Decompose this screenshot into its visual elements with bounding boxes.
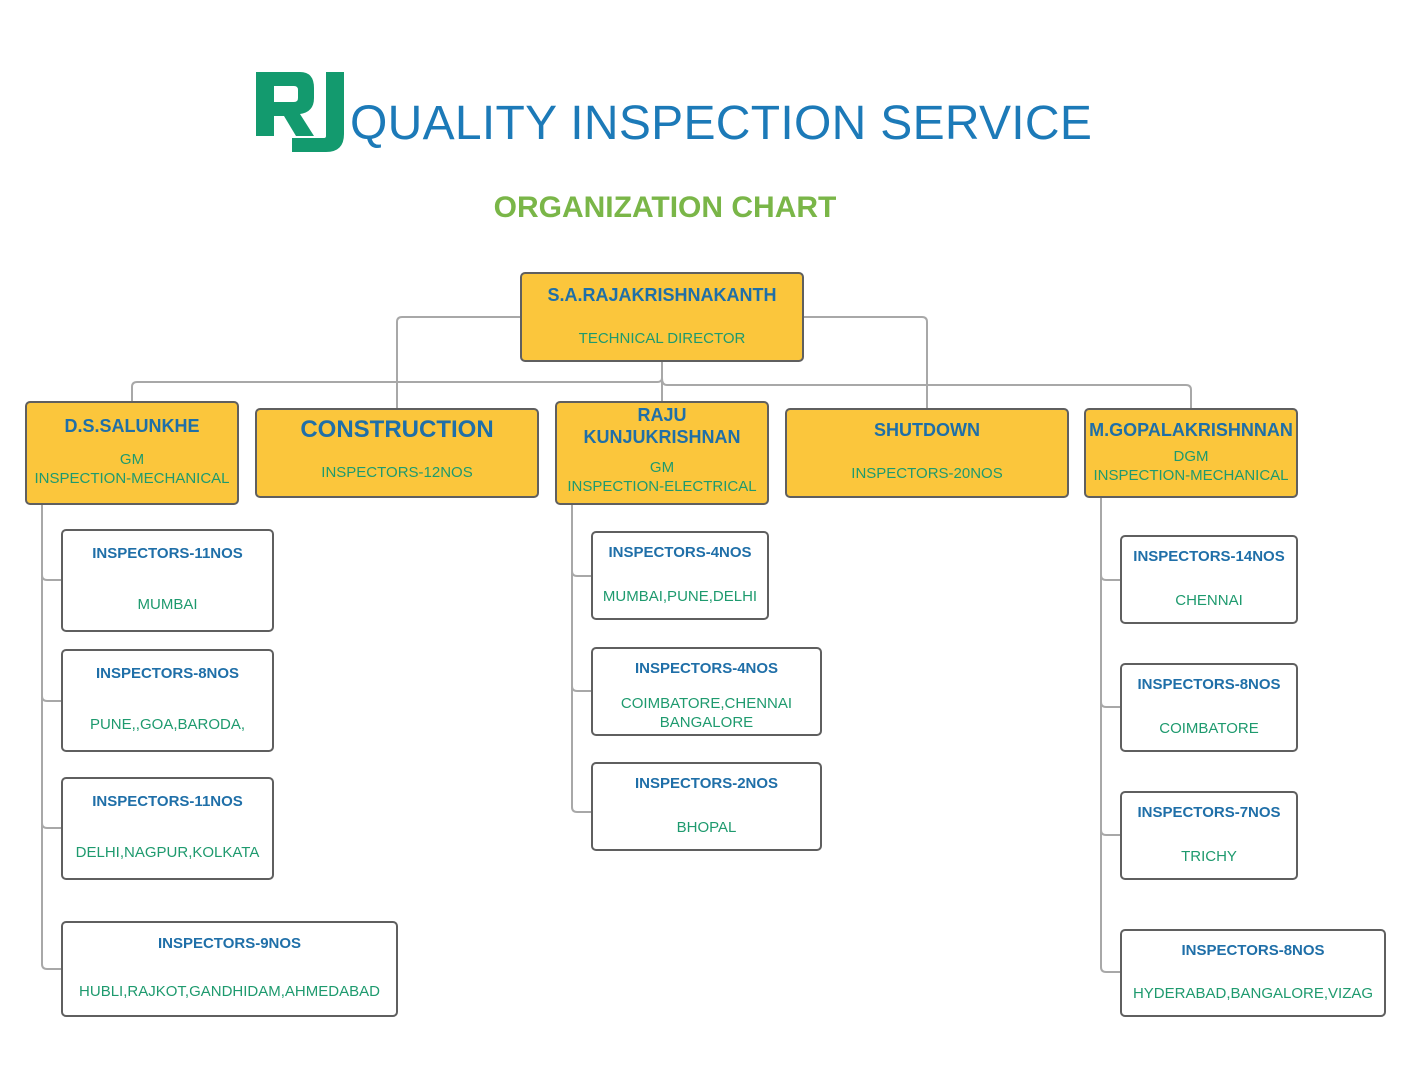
team-box[interactable]: INSPECTORS-8NOS HYDERABAD,BANGALORE,VIZA… <box>1120 929 1386 1017</box>
connector-team-3 <box>41 822 62 829</box>
team-box[interactable]: INSPECTORS-2NOS BHOPAL <box>591 762 822 851</box>
team-box[interactable]: INSPECTORS-8NOS PUNE,,GOA,BARODA, <box>61 649 274 752</box>
node-role: GM INSPECTION-MECHANICAL <box>34 451 230 487</box>
team-locations: TRICHY <box>1181 848 1237 865</box>
team-box[interactable]: INSPECTORS-4NOS COIMBATORE,CHENNAI BANGA… <box>591 647 822 736</box>
node-shutdown[interactable]: SHUTDOWN INSPECTORS-20NOS <box>785 408 1069 498</box>
team-locations: HUBLI,RAJKOT,GANDHIDAM,AHMEDABAD <box>79 983 380 1000</box>
team-title: INSPECTORS-11NOS <box>92 793 243 810</box>
node-role: GM INSPECTION-ELECTRICAL <box>567 459 757 495</box>
team-box[interactable]: INSPECTORS-14NOS CHENNAI <box>1120 535 1298 624</box>
team-box[interactable]: INSPECTORS-9NOS HUBLI,RAJKOT,GANDHIDAM,A… <box>61 921 398 1017</box>
chart-title: ORGANIZATION CHART <box>493 191 837 224</box>
company-logo: RJ <box>256 72 344 152</box>
node-name: CONSTRUCTION <box>300 416 494 443</box>
team-title: INSPECTORS-11NOS <box>92 545 243 562</box>
node-salunkhe[interactable]: D.S.SALUNKHE GM INSPECTION-MECHANICAL <box>25 401 239 505</box>
connector-team-1 <box>41 574 62 581</box>
team-title: INSPECTORS-8NOS <box>95 665 240 682</box>
company-title: QUALITY INSPECTION SERVICE <box>350 97 1093 150</box>
team-locations: DELHI,NAGPUR,KOLKATA <box>75 844 260 861</box>
connector-team-2 <box>41 695 62 702</box>
connector-team-8 <box>1100 574 1121 581</box>
connector-shutdown <box>802 316 928 410</box>
node-name: S.A.RAJAKRISHNAKANTH <box>547 285 777 305</box>
connector-team-9 <box>1100 701 1121 708</box>
node-raju[interactable]: RAJU KUNJUKRISHNAN GM INSPECTION-ELECTRI… <box>555 401 769 505</box>
team-title: INSPECTORS-9NOS <box>157 935 302 952</box>
team-title: INSPECTORS-4NOS <box>634 660 779 677</box>
team-locations: COIMBATORE <box>1159 720 1259 737</box>
team-box[interactable]: INSPECTORS-7NOS TRICHY <box>1120 791 1298 880</box>
team-locations: BHOPAL <box>676 819 737 836</box>
team-title: INSPECTORS-4NOS <box>608 544 752 561</box>
connector-raju-teams <box>571 503 592 813</box>
node-gopal[interactable]: M.GOPALAKRISHNNAN DGM INSPECTION-MECHANI… <box>1084 408 1298 498</box>
node-role: TECHNICAL DIRECTOR <box>578 330 746 347</box>
team-title: INSPECTORS-8NOS <box>1137 676 1281 693</box>
node-role: INSPECTORS-12NOS <box>321 464 473 481</box>
connector-construction <box>396 316 522 410</box>
team-box[interactable]: INSPECTORS-8NOS COIMBATORE <box>1120 663 1298 752</box>
node-construction[interactable]: CONSTRUCTION INSPECTORS-12NOS <box>255 408 539 498</box>
node-role: INSPECTORS-20NOS <box>851 465 1003 482</box>
node-role: DGM INSPECTION-MECHANICAL <box>1093 448 1289 484</box>
team-box[interactable]: INSPECTORS-4NOS MUMBAI,PUNE,DELHI <box>591 531 769 620</box>
team-title: INSPECTORS-14NOS <box>1133 548 1285 565</box>
connector-team-6 <box>571 685 592 692</box>
team-title: INSPECTORS-2NOS <box>634 775 779 792</box>
team-title: INSPECTORS-7NOS <box>1137 804 1281 821</box>
team-locations: MUMBAI <box>137 596 198 613</box>
connector-salunkhe-teams <box>41 503 62 970</box>
team-locations: HYDERABAD,BANGALORE,VIZAG <box>1132 985 1374 1002</box>
team-box[interactable]: INSPECTORS-11NOS DELHI,NAGPUR,KOLKATA <box>61 777 274 880</box>
connector-gopal-teams <box>1100 496 1121 973</box>
connector-team-10 <box>1100 829 1121 836</box>
team-locations: PUNE,,GOA,BARODA, <box>89 716 246 733</box>
node-name: D.S.SALUNKHE <box>64 416 200 436</box>
node-technical-director[interactable]: S.A.RAJAKRISHNAKANTH TECHNICAL DIRECTOR <box>520 272 804 362</box>
team-locations: COIMBATORE,CHENNAI BANGALORE <box>620 695 793 731</box>
team-title: INSPECTORS-8NOS <box>1181 942 1325 959</box>
node-name: SHUTDOWN <box>874 420 980 440</box>
node-name: RAJU KUNJUKRISHNAN <box>583 405 741 447</box>
connector-team-5 <box>571 570 592 577</box>
team-box[interactable]: INSPECTORS-11NOS MUMBAI <box>61 529 274 632</box>
team-locations: CHENNAI <box>1175 592 1243 609</box>
team-locations: MUMBAI,PUNE,DELHI <box>602 588 758 605</box>
node-name: M.GOPALAKRISHNNAN <box>1089 420 1293 440</box>
connector-gopal <box>661 377 1192 408</box>
